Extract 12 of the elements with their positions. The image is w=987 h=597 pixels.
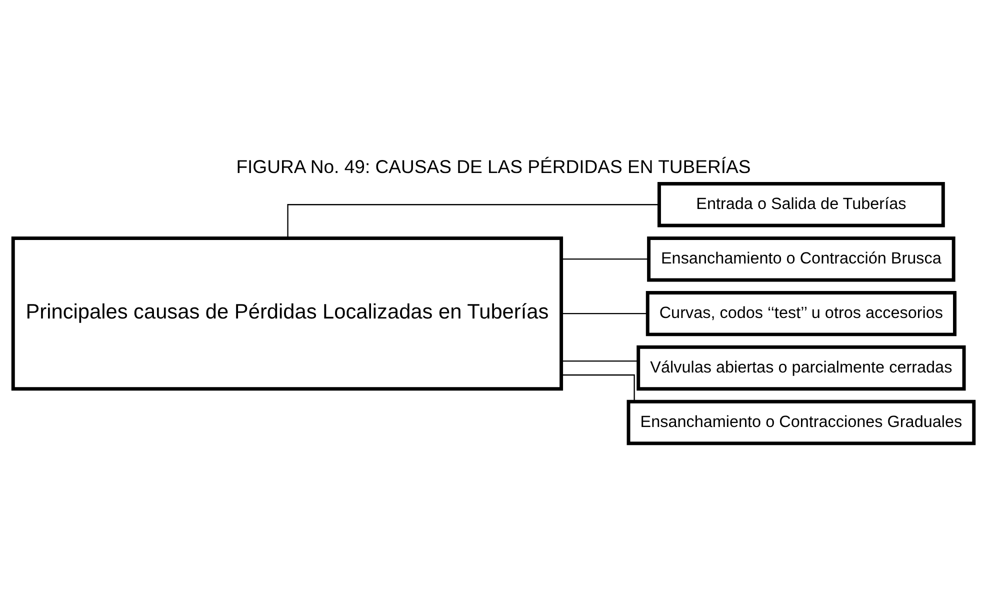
node-box: Ensanchamiento o Contracción Brusca [647,236,956,282]
connector [562,374,635,402]
connector [562,312,648,314]
node-box: Principales causas de Pérdidas Localizadas en Tuberías [11,236,564,391]
node-box: Válvulas abiertas o parcialmente cerradas [636,345,966,391]
node-box: Entrada o Salida de Tuberías [657,182,945,228]
node-box: Ensanchamiento o Contracciones Graduales [626,400,976,446]
diagram-title: FIGURA No. 49: CAUSAS DE LAS PÉRDIDAS EN TUBERÍAS [236,156,751,178]
node-box: Curvas, codos ‘‘test’’ u otros accesorios [646,290,956,336]
connector [562,360,638,362]
connector [562,258,649,260]
connector [287,204,660,238]
